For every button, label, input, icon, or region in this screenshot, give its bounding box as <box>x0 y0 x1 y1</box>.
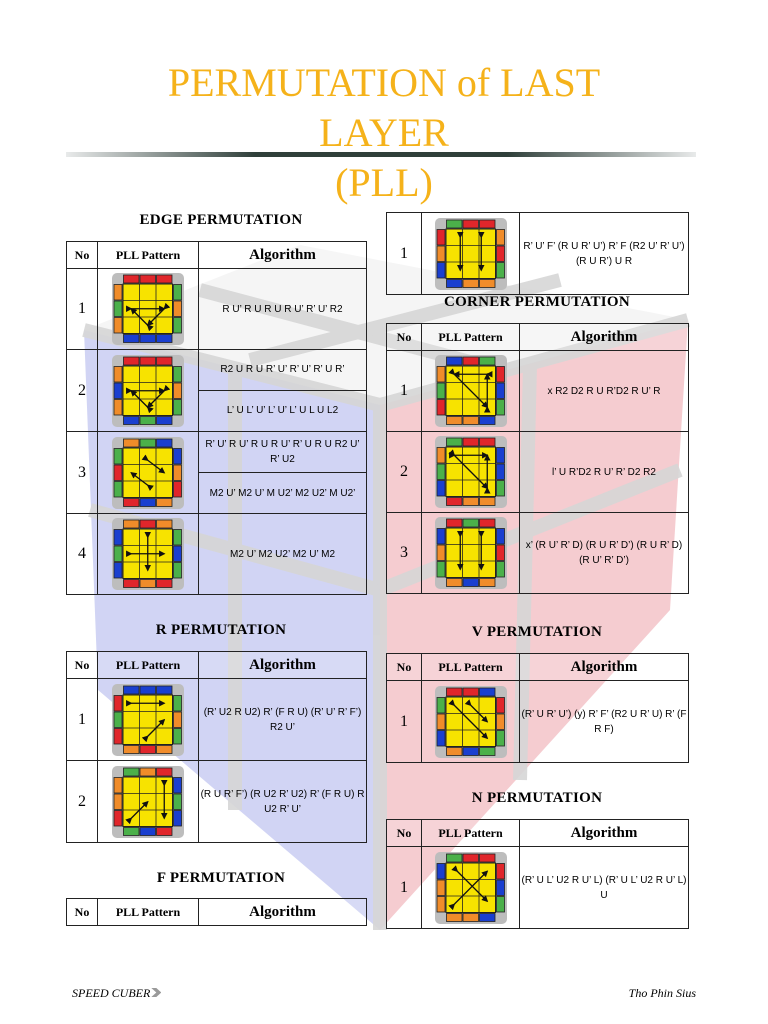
col-header-no: No <box>386 653 422 681</box>
n-perm-icon <box>434 851 507 924</box>
col-header-pattern: PLL Pattern <box>97 651 199 679</box>
v-section-title: V PERMUTATION <box>471 624 603 640</box>
algorithm-text: l’ U R’D2 R U’ R’ D2 R2 <box>519 431 689 513</box>
col-header-algorithm: Algorithm <box>519 323 689 351</box>
algorithm-text: R’ U’ R U’ R U R U’ R’ U R U R2 U’ R’ U2 <box>199 432 366 473</box>
algorithm-text: R2 U R U R’ U’ R’ U’ R’ U R’ <box>199 350 366 391</box>
r-section-title: R PERMUTATION <box>155 622 287 638</box>
table-row: 4 M2 U’ M2 U2’ M2 U’ M2 <box>66 513 367 595</box>
r-perm-a-icon <box>112 683 184 756</box>
col-header-no: No <box>386 819 422 847</box>
footer-left: SPEED CUBER <box>72 986 162 1001</box>
edge-section-title: EDGE PERMUTATION <box>139 212 303 228</box>
col-header-algorithm: Algorithm <box>198 241 367 269</box>
table-row: 1 (R’ U2 R U2) R’ (F R U) (R’ U’ R’ F’) … <box>66 678 367 761</box>
footer-brand: SPEED CUBER <box>72 986 151 1000</box>
table-row: 1 (R’ U L’ U2 R U’ L) (R’ U L’ U2 R U’ L… <box>386 846 689 929</box>
row-number: 2 <box>66 349 98 432</box>
col-header-algorithm: Algorithm <box>519 653 689 681</box>
table-row: 3 x’ (R U’ R’ D) (R U R’ D’) (R U R’ D) … <box>386 512 689 594</box>
corner-3cycle-icon <box>434 355 507 427</box>
double-vertical-swap-icon <box>434 217 507 290</box>
corner-3cycle-reverse-icon <box>434 436 507 508</box>
col-header-pattern: PLL Pattern <box>421 819 520 847</box>
algorithm-text: (R U R’ F’) (R U2 R’ U2) R’ (F R U) R U2… <box>198 760 367 843</box>
col-header-pattern: PLL Pattern <box>421 653 520 681</box>
page-title: PERMUTATION of LAST LAYER (PLL) <box>84 58 684 208</box>
col-header-pattern: PLL Pattern <box>97 241 199 269</box>
row-number: 4 <box>66 513 98 595</box>
edge-cross-swap-icon <box>112 518 184 590</box>
f-section-title: F PERMUTATION <box>156 870 286 886</box>
row-number: 1 <box>386 212 422 295</box>
table-row: 2 (R U R’ F’) (R U2 R’ U2) R’ (F R U) R … <box>66 760 367 843</box>
title-line-1: PERMUTATION of LAST <box>167 60 601 105</box>
col-header-algorithm: Algorithm <box>198 651 367 679</box>
col-header-no: No <box>66 241 98 269</box>
row-number: 1 <box>66 268 98 350</box>
algorithm-text: (R’ U2 R U2) R’ (F R U) (R’ U’ R’ F’) R2… <box>198 678 367 761</box>
table-row: 1 R U’ R U R U R U’ R’ U’ R2 <box>66 268 367 350</box>
edge-diagonal-swap-icon <box>112 436 184 509</box>
col-header-no: No <box>66 651 98 679</box>
col-header-pattern: PLL Pattern <box>421 323 520 351</box>
corner-permutation-table: No PLL Pattern Algorithm 1 x R2 D2 R U R… <box>386 323 689 594</box>
n-permutation-table: No PLL Pattern Algorithm 1 (R’ U L’ U2 R… <box>386 819 689 929</box>
algorithm-text: R’ U’ F’ (R U R’ U’) R’ F (R2 U’ R’ U’) … <box>519 212 689 295</box>
top-permutation-table: 1 R’ U’ F’ (R U R’ U’) R’ F (R2 U’ R’ U’… <box>386 212 689 295</box>
v-perm-icon <box>434 685 507 758</box>
r-perm-b-icon <box>112 765 184 838</box>
title-line-3: (PLL) <box>335 160 433 205</box>
algorithm-text: R U’ R U R U R U’ R’ U’ R2 <box>198 268 367 350</box>
v-permutation-table: No PLL Pattern Algorithm 1 (R’ U R’ U’) … <box>386 653 689 763</box>
edge-3cycle-reverse-icon <box>112 354 184 427</box>
row-number: 1 <box>386 846 422 929</box>
table-row: 1 x R2 D2 R U R’D2 R U’ R <box>386 350 689 432</box>
n-section-title: N PERMUTATION <box>471 790 603 806</box>
algorithm-text: M2 U’ M2 U2’ M2 U’ M2 <box>198 513 367 595</box>
double-arrow-icon <box>151 988 162 997</box>
row-number: 2 <box>66 760 98 843</box>
row-number: 1 <box>386 680 422 763</box>
table-row: 1 (R’ U R’ U’) (y) R’ F’ (R2 U R’ U) R’ … <box>386 680 689 763</box>
col-header-no: No <box>386 323 422 351</box>
row-number: 3 <box>66 431 98 514</box>
edge-permutation-table: No PLL Pattern Algorithm 1 R U’ R U R U … <box>66 241 367 595</box>
algorithm-text: (R’ U R’ U’) (y) R’ F’ (R2 U R’ U) R’ (F… <box>519 680 689 763</box>
col-header-no: No <box>66 898 98 926</box>
f-permutation-table: No PLL Pattern Algorithm <box>66 898 367 926</box>
table-row: 2 l’ U R’D2 R U’ R’ D2 R2 <box>386 431 689 513</box>
row-number: 3 <box>386 512 422 594</box>
col-header-algorithm: Algorithm <box>519 819 689 847</box>
row-number: 2 <box>386 431 422 513</box>
table-row: 2 R2 U R U R’ U’ R’ U’ R’ U R’ L’ U L’ U… <box>66 349 367 432</box>
algorithm-text: x’ (R U’ R’ D) (R U R’ D’) (R U R’ D) (R… <box>519 512 689 594</box>
title-divider <box>66 152 696 157</box>
algorithm-text: x R2 D2 R U R’D2 R U’ R <box>519 350 689 432</box>
col-header-pattern: PLL Pattern <box>97 898 199 926</box>
algorithm-alt-text: L’ U L’ U’ L’ U’ L’ U L U L2 <box>226 405 339 416</box>
footer-author: Tho Phin Sius <box>628 986 696 1000</box>
algorithm-alt-text: M2 U’ M2 U’ M U2’ M2 U2’ M U2’ <box>209 487 356 499</box>
row-number: 1 <box>386 350 422 432</box>
table-row: 1 R’ U’ F’ (R U R’ U’) R’ F (R2 U’ R’ U’… <box>386 212 689 295</box>
r-permutation-table: No PLL Pattern Algorithm 1 (R’ U2 R U2) … <box>66 651 367 843</box>
row-number: 1 <box>66 678 98 761</box>
table-row: 3 R’ U’ R U’ R U R U’ R’ U R U R2 U’ R’ … <box>66 431 367 514</box>
title-line-2: LAYER <box>319 110 449 155</box>
edge-3cycle-icon <box>112 273 184 345</box>
algorithm-text: (R’ U L’ U2 R U’ L) (R’ U L’ U2 R U’ L) … <box>519 846 689 929</box>
col-header-algorithm: Algorithm <box>198 898 367 926</box>
corner-double-swap-icon <box>434 517 507 589</box>
corner-section-title: CORNER PERMUTATION <box>443 294 631 310</box>
